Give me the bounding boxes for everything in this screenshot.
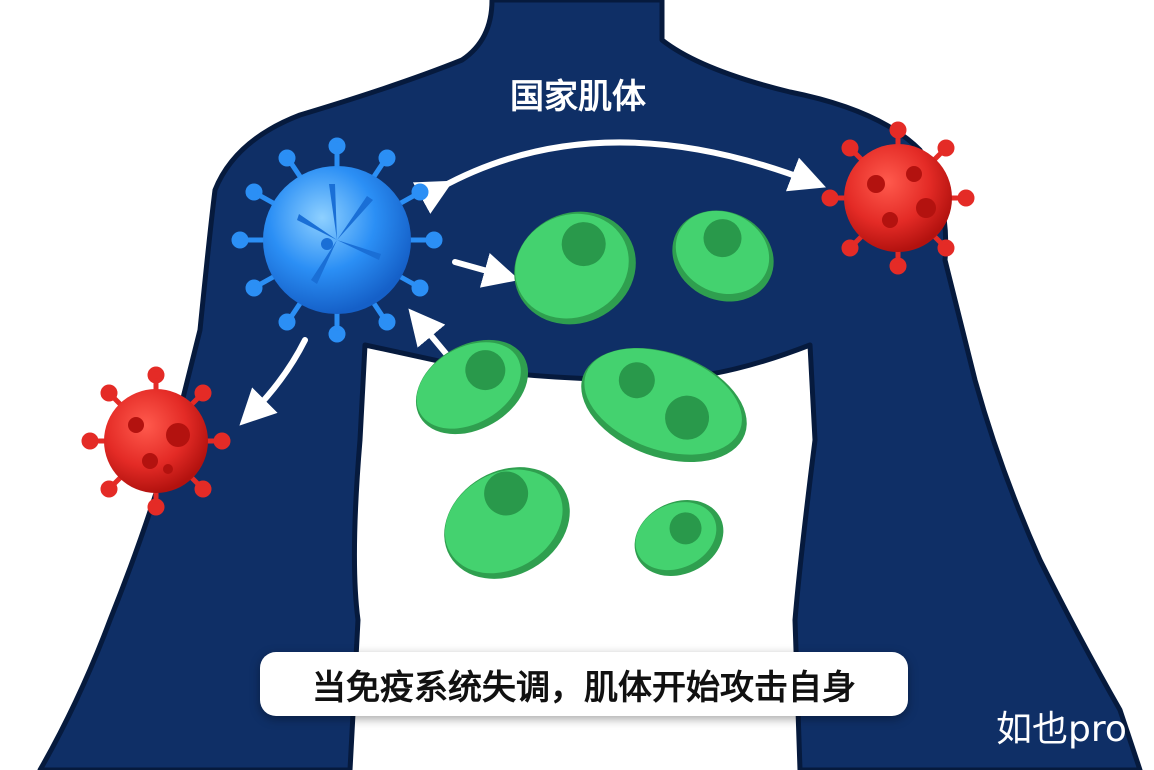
red-virus-icon: [84, 369, 228, 513]
caption-text: 当免疫系统失调，肌体开始攻击自身: [312, 660, 856, 709]
caption-box: 当免疫系统失调，肌体开始攻击自身: [260, 652, 908, 716]
green-cell-icon: [424, 445, 590, 601]
watermark: 如也pro: [996, 700, 1127, 752]
green-cell-icon: [622, 486, 736, 590]
diagram-title: 国家肌体: [510, 77, 646, 117]
red-virus-icon: [824, 124, 972, 272]
